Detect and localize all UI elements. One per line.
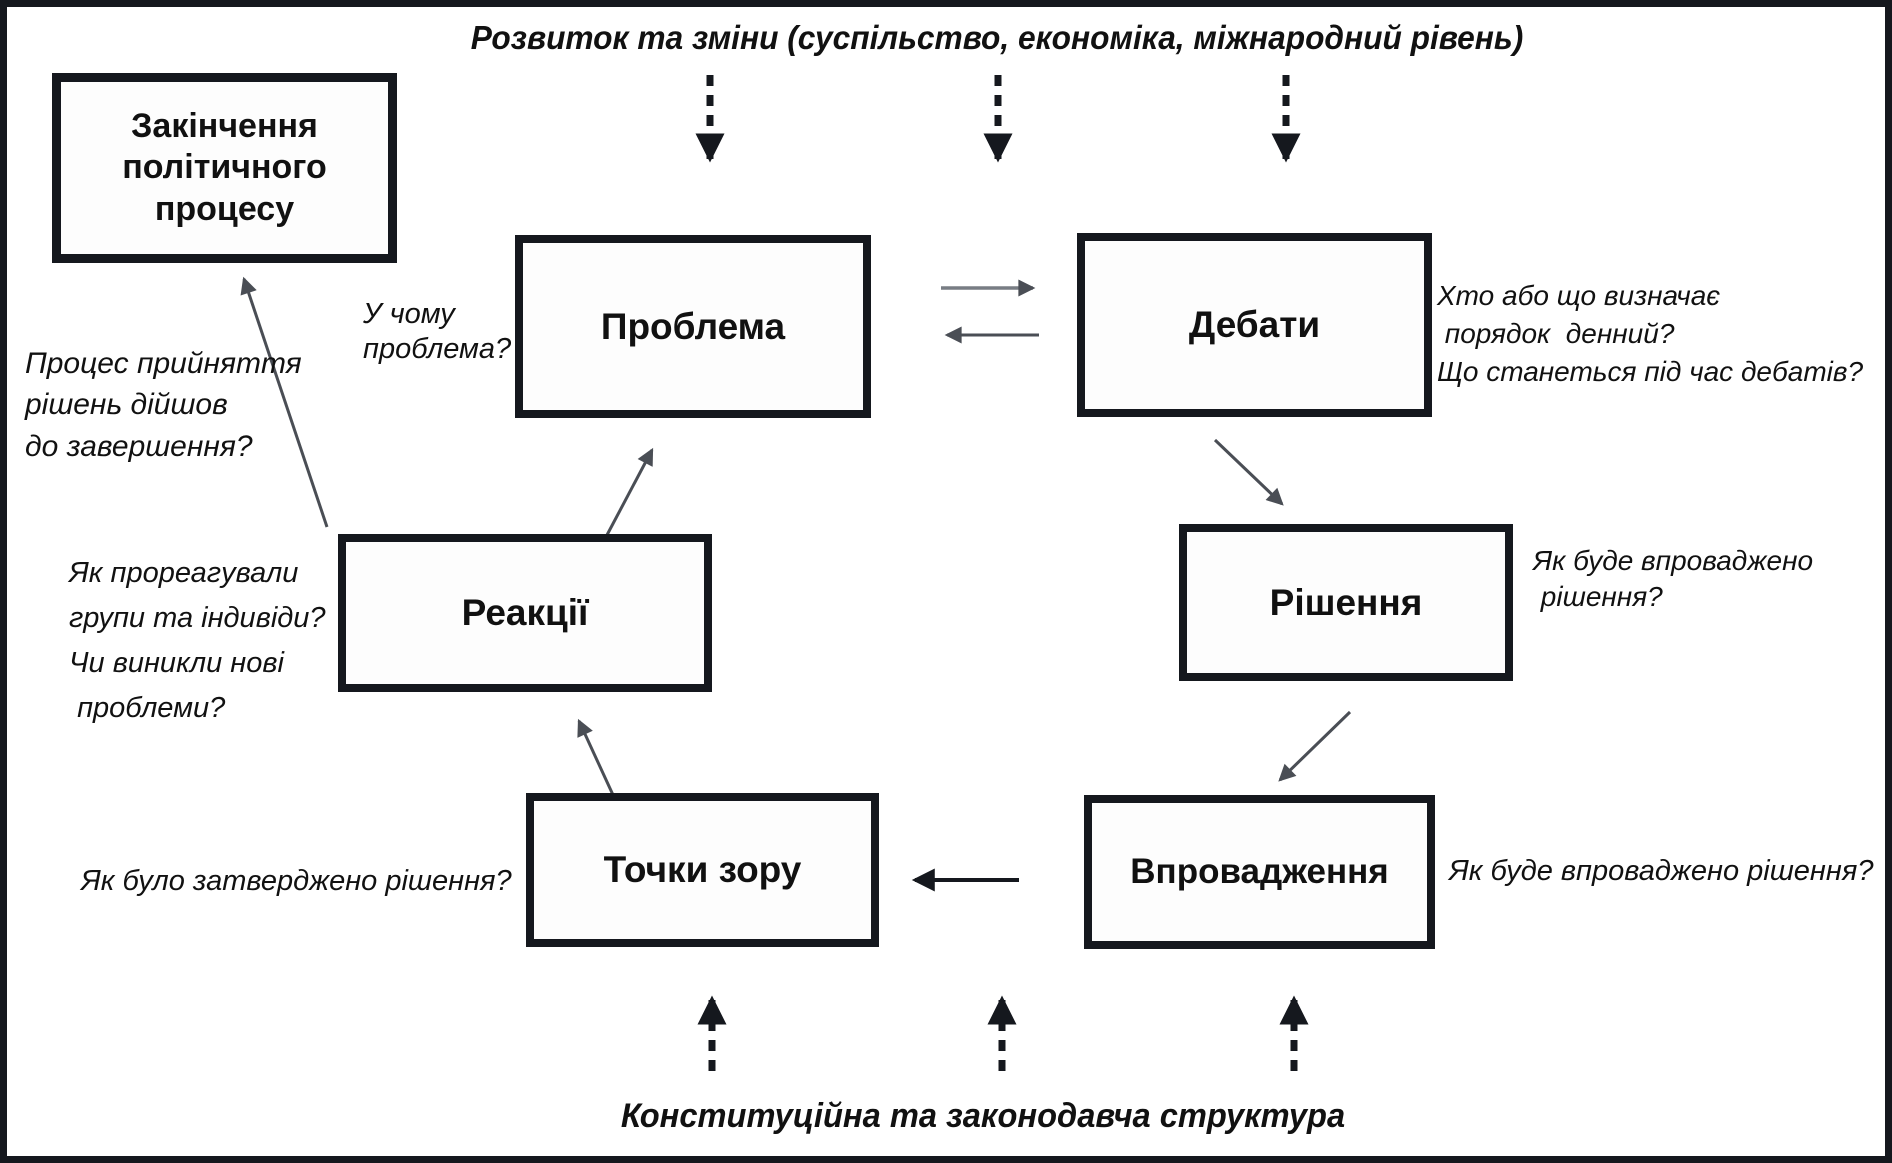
question-end-of-process: Процес прийняття рішень дійшов до заверш…: [25, 347, 302, 463]
node-viewpoints: Точки зору: [526, 793, 879, 947]
question-implementation: Як буде впроваджено рішення?: [1449, 855, 1874, 887]
node-decision: Рішення: [1179, 524, 1513, 681]
question-problem: У чому проблема?: [363, 298, 512, 365]
node-implementation: Впровадження: [1084, 795, 1435, 949]
node-problem: Проблема: [515, 235, 871, 418]
arrow-reactions-to-problem: [605, 447, 654, 536]
question-decision: Як буде впроваджено рішення?: [1533, 545, 1814, 613]
node-reactions: Реакції: [338, 534, 712, 692]
arrow-decision-to-implementation: [1278, 710, 1352, 782]
node-debate: Дебати: [1077, 233, 1432, 417]
question-debate: Хто або що визначає порядок денний? Що с…: [1437, 280, 1864, 388]
dashed-arrows-bottom: [697, 995, 1309, 1071]
dashed-arrows-top: [695, 75, 1301, 163]
question-reactions: Як прореагували групи та індивіди? Чи ви…: [69, 557, 326, 724]
banner-constitutional-structure: Конституційна та законодавча структура: [620, 1097, 1346, 1135]
question-viewpoints: Як було затверджено рішення?: [81, 865, 512, 897]
banner-development-and-change: Розвиток та зміни (суспільство, економік…: [470, 19, 1524, 56]
arrow-debate-to-decision: [1213, 438, 1284, 506]
node-end-of-political-process: Закінчення політичного процесу: [52, 73, 397, 263]
